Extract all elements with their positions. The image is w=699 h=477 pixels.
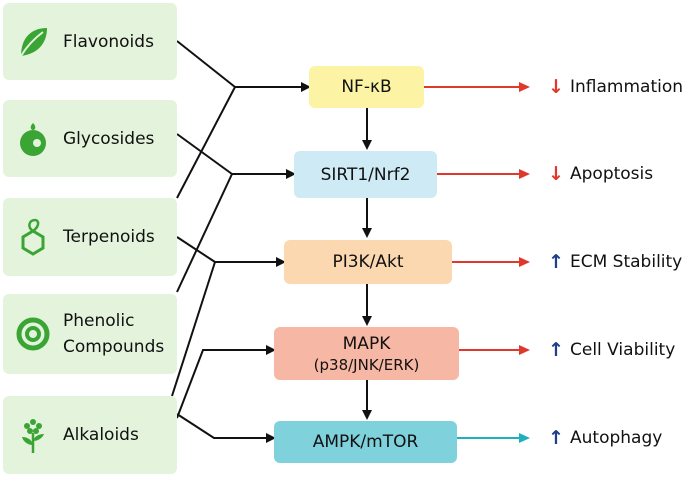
down-arrow-icon: ↓	[548, 163, 564, 185]
compound-terpenoids: Terpenoids	[3, 198, 177, 276]
pathway-mapk: MAPK (p38/JNK/ERK)	[274, 327, 459, 380]
outcome-autophagy: ↑ Autophagy	[548, 427, 662, 449]
compound-glycosides: Glycosides	[3, 100, 177, 177]
wire-terpenoids-up	[176, 86, 236, 199]
outcome-label: Autophagy	[570, 428, 663, 448]
wire-terpenoids-down	[176, 236, 216, 263]
hexagon-sprout-icon	[21, 218, 45, 256]
wire-flavonoids	[176, 40, 236, 88]
pathway-nfkb: NF-κB	[309, 66, 424, 108]
up-arrow-icon: ↑	[548, 339, 564, 361]
compound-label: Glycosides	[63, 128, 155, 149]
compound-flavonoids: Flavonoids	[3, 3, 177, 80]
outcome-label: Apoptosis	[570, 164, 654, 184]
pathway-label: NF-κB	[341, 77, 392, 97]
pathway-sirt1-nrf2: SIRT1/Nrf2	[294, 151, 437, 198]
concentric-ring-icon	[16, 317, 50, 351]
wire-alkaloids-ampk	[176, 413, 276, 443]
up-arrow-icon: ↑	[548, 427, 564, 449]
outcome-cell-viability: ↑ Cell Viability	[548, 339, 675, 361]
pathway-label: SIRT1/Nrf2	[320, 164, 411, 185]
compound-label-line-2: Compounds	[63, 337, 165, 357]
pathway-label: AMPK/mTOR	[312, 432, 419, 452]
pathway-label: MAPK	[342, 333, 391, 354]
flower-plant-icon	[22, 419, 44, 453]
seed-drop-icon	[20, 122, 46, 156]
compound-label: Terpenoids	[63, 227, 155, 247]
down-arrow-icon: ↓	[548, 76, 564, 98]
compound-label-line-1: Phenolic	[63, 311, 135, 331]
outcome-label: Cell Viability	[570, 340, 676, 360]
outcome-ecm-stability: ↑ ECM Stability	[548, 251, 682, 273]
up-arrow-icon: ↑	[548, 251, 564, 273]
compound-label: Alkaloids	[63, 425, 139, 445]
wire-alkaloids-up	[171, 261, 216, 397]
wire-phenolic-up	[176, 173, 233, 293]
outcome-label: Inflammation	[570, 77, 684, 97]
leaf-icon	[20, 27, 47, 57]
pathway-pi3k-akt: PI3K/Akt	[284, 240, 452, 284]
compound-label: Phenolic Compounds	[63, 308, 164, 360]
outcome-label: ECM Stability	[570, 252, 683, 272]
pathway-sublabel: (p38/JNK/ERK)	[313, 355, 420, 374]
pathway-label: PI3K/Akt	[332, 252, 404, 272]
compound-alkaloids: Alkaloids	[3, 396, 177, 474]
pathway-ampk-mtor: AMPK/mTOR	[274, 421, 457, 463]
outcome-apoptosis: ↓ Apoptosis	[548, 163, 653, 185]
outcome-inflammation: ↓ Inflammation	[548, 76, 683, 98]
wire-glycosides	[176, 133, 233, 175]
compound-phenolic: Phenolic Compounds	[3, 294, 177, 374]
compound-label: Flavonoids	[63, 31, 154, 52]
wire-mapk-branch	[176, 345, 276, 419]
